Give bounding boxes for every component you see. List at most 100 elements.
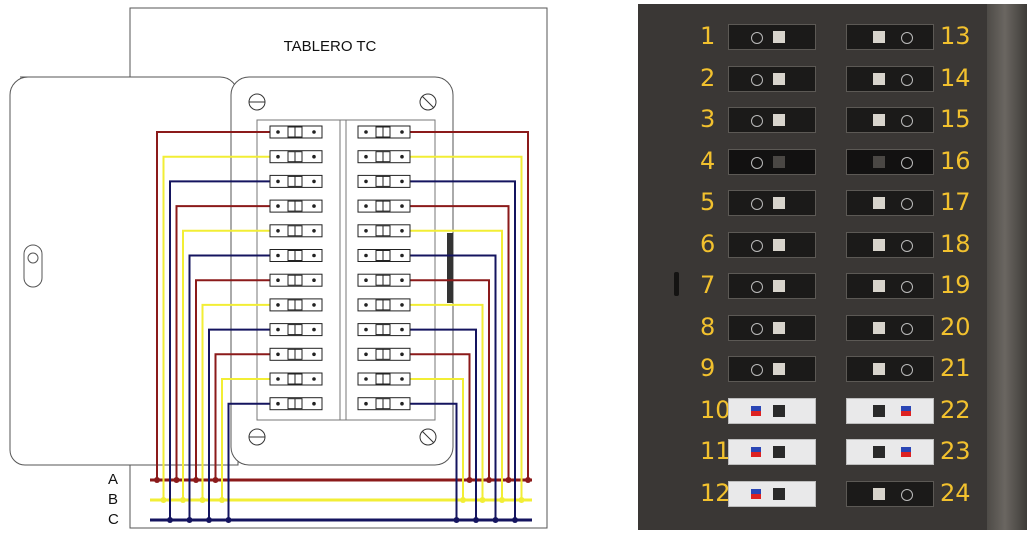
photo-breaker-number: 5: [700, 188, 716, 216]
left-breaker-12: [269, 397, 323, 411]
breaker-logo: [901, 405, 911, 416]
breaker-toggle: [873, 114, 885, 126]
photo-breaker-right-14: [846, 65, 934, 92]
photo-breaker-left-2: [728, 65, 816, 92]
breaker-logo: [901, 156, 913, 169]
right-connection-dot: [525, 477, 531, 483]
left-wire-1: [156, 131, 272, 480]
right-breaker-4: [357, 199, 411, 213]
left-wire-12: [227, 402, 272, 520]
left-connection-dot: [206, 517, 212, 523]
breaker-toggle: [773, 404, 785, 417]
left-wire-7: [195, 279, 272, 480]
breaker-logo: [751, 281, 763, 293]
left-wire-10: [214, 353, 272, 480]
breaker-toggle: [873, 280, 885, 292]
door-lock: [23, 244, 43, 288]
breaker-toggle: [873, 31, 885, 43]
photo-breaker-number: 17: [940, 188, 971, 216]
right-wire-7: [410, 279, 490, 480]
photo-breaker-number: 13: [940, 22, 971, 50]
right-wire-6: [410, 254, 497, 520]
right-wire-4: [410, 205, 510, 480]
photo-breaker-right-15: [846, 107, 934, 133]
photo-breaker-number: 20: [940, 312, 971, 341]
breaker-logo: [901, 322, 913, 335]
right-breaker-3: [357, 174, 411, 188]
left-breaker-11: [269, 372, 323, 386]
breaker-logo: [751, 488, 761, 499]
photo-breaker-number: 11: [700, 437, 731, 465]
right-wire-8: [410, 303, 484, 500]
photo-breaker-left-10: [728, 397, 816, 424]
right-breaker-8: [357, 298, 411, 312]
phase-label-a: A: [108, 471, 119, 488]
photo-breaker-number: 1: [700, 22, 716, 50]
right-wire-9: [410, 328, 477, 520]
right-wire-11: [410, 378, 464, 500]
breaker-toggle: [773, 446, 785, 458]
right-breaker-6: [357, 249, 411, 262]
photo-breaker-left-12: [728, 480, 816, 507]
photo-breaker-number: 7: [700, 271, 716, 299]
photo-breaker-left-3: [728, 107, 816, 133]
panel-slot: [674, 272, 679, 296]
photo-breaker-number: 4: [700, 146, 716, 175]
photo-breaker-right-20: [846, 314, 934, 341]
phase-label-b: B: [108, 491, 119, 508]
panel-latch: [447, 233, 453, 303]
left-breaker-5: [269, 224, 323, 238]
photo-breaker-right-18: [846, 231, 934, 258]
left-wire-3: [169, 180, 272, 520]
breaker-logo: [901, 447, 911, 457]
breaker-logo: [901, 488, 913, 501]
breaker-toggle: [773, 280, 785, 292]
breaker-logo: [751, 32, 763, 44]
photo-breaker-right-22: [846, 397, 934, 424]
left-breaker-7: [269, 273, 323, 287]
breaker-toggle: [873, 197, 885, 209]
right-connection-dot: [486, 477, 492, 483]
photo-breaker-number: 19: [940, 271, 971, 299]
right-breaker-7: [357, 273, 411, 287]
photo-breaker-number: 6: [700, 229, 716, 258]
breaker-logo: [751, 405, 761, 416]
left-connection-dot: [173, 477, 180, 483]
door-lock-keyhole: [27, 252, 39, 264]
left-breaker-8: [269, 298, 323, 312]
left-wire-8: [201, 303, 272, 500]
panel-screw-bottom-left: [248, 428, 266, 446]
left-breaker-6: [269, 249, 323, 262]
right-breaker-12: [357, 397, 411, 411]
panel-rail: [987, 4, 1027, 530]
right-wire-2: [410, 155, 523, 500]
photo-breaker-right-21: [846, 356, 934, 382]
left-connection-dot: [212, 477, 219, 483]
photo-breaker-number: 22: [940, 395, 971, 424]
left-connection-dot: [154, 477, 160, 483]
breaker-logo: [751, 364, 763, 376]
breaker-toggle: [873, 72, 885, 85]
breaker-logo: [751, 239, 763, 252]
photo-breaker-right-17: [846, 190, 934, 216]
wiring-diagram: [9, 7, 548, 529]
right-breaker-10: [357, 347, 411, 361]
photo-breaker-left-4: [728, 148, 816, 175]
left-connection-dot: [180, 497, 186, 503]
breaker-logo: [901, 281, 913, 293]
breaker-toggle: [773, 487, 785, 500]
left-wire-2: [162, 155, 272, 500]
panel-screw-top-right: [419, 93, 437, 111]
photo-breaker-number: 8: [700, 312, 716, 341]
right-breaker-1: [357, 125, 411, 139]
photo-breaker-left-7: [728, 273, 816, 299]
breaker-logo: [901, 115, 913, 127]
left-breaker-3: [269, 174, 323, 188]
right-wire-3: [410, 180, 516, 520]
left-wire-6: [188, 254, 272, 520]
left-wire-4: [175, 205, 272, 480]
right-breaker-5: [357, 224, 411, 238]
photo-breaker-left-11: [728, 439, 816, 465]
right-wire-10: [410, 353, 471, 480]
